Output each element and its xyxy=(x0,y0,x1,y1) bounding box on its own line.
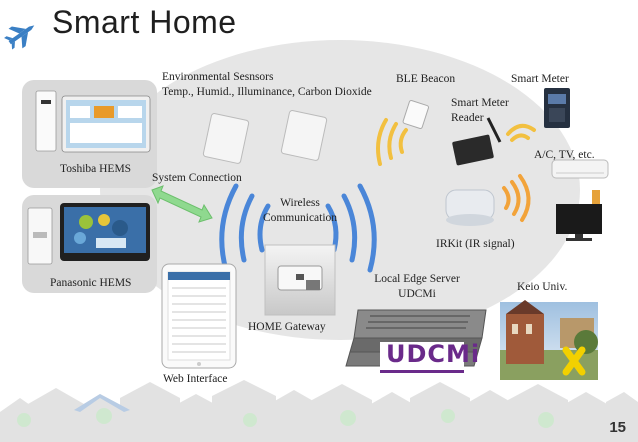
trees xyxy=(17,408,554,428)
tv-device xyxy=(556,190,602,241)
panasonic-hems-devices xyxy=(27,203,150,265)
page-number: 15 xyxy=(609,419,626,436)
toshiba-hems-devices xyxy=(35,90,151,153)
home-gateway-device xyxy=(264,244,336,316)
toshiba-hems-label: Toshiba HEMS xyxy=(60,163,132,175)
env-sensor-1 xyxy=(202,113,250,164)
wireless-waves-left xyxy=(219,183,271,273)
irkit-device xyxy=(445,189,495,226)
airplane-icon xyxy=(4,25,35,50)
env-sensors-label-line1: Environmental Sesnsors xyxy=(162,71,274,83)
air-conditioner-device xyxy=(551,159,609,179)
smart-meter-reader-device xyxy=(452,117,502,166)
system-connection-arrow xyxy=(151,185,213,223)
smart-meter-device xyxy=(544,88,570,128)
ble-beacon-label: BLE Beacon xyxy=(396,73,456,85)
ble-beacon-device xyxy=(402,100,430,129)
home-gateway-label: HOME Gateway xyxy=(248,321,326,333)
smart-meter-reader-label-line2: Reader xyxy=(451,112,484,124)
slide-title: Smart Home xyxy=(52,4,237,40)
edge-server-label: Local Edge Server UDCMi xyxy=(362,272,472,302)
udcmi-logo-text: UDCMi xyxy=(386,340,481,368)
keio-univ-label: Keio Univ. xyxy=(517,281,568,293)
env-sensors-label-line2: Temp., Humid., Illuminance, Carbon Dioxi… xyxy=(162,86,372,98)
udcmi-logo xyxy=(380,342,464,374)
meter-signal-waves xyxy=(506,123,536,142)
env-sensors-label: Environmental Sesnsors Temp., Humid., Il… xyxy=(162,70,372,100)
ble-signal-waves xyxy=(376,118,408,166)
edge-server-label-line2: UDCMi xyxy=(398,288,436,300)
ir-signal-waves xyxy=(502,174,531,222)
x-mark-icon xyxy=(562,346,586,376)
edge-server-label-line1: Local Edge Server xyxy=(374,273,460,285)
smart-meter-reader-label-line1: Smart Meter xyxy=(451,97,509,109)
panasonic-hems-label: Panasonic HEMS xyxy=(50,277,132,289)
houses-silhouette xyxy=(0,380,638,442)
smart-meter-label: Smart Meter xyxy=(511,73,569,85)
irkit-label: IRKit (IR signal) xyxy=(436,238,515,250)
wireless-communication-label: Wireless Communication xyxy=(246,196,354,226)
wireless-label-line1: Wireless xyxy=(280,197,320,209)
houses-roofs xyxy=(74,394,130,412)
smart-meter-reader-label: Smart Meter Reader xyxy=(451,96,509,126)
system-connection-label: System Connection xyxy=(152,172,242,184)
wireless-label-line2: Communication xyxy=(262,212,338,224)
appliances-label: A/C, TV, etc. xyxy=(534,149,595,161)
tablet-device xyxy=(161,263,237,369)
env-sensor-2 xyxy=(280,110,328,161)
web-interface-label: Web Interface xyxy=(163,373,228,385)
